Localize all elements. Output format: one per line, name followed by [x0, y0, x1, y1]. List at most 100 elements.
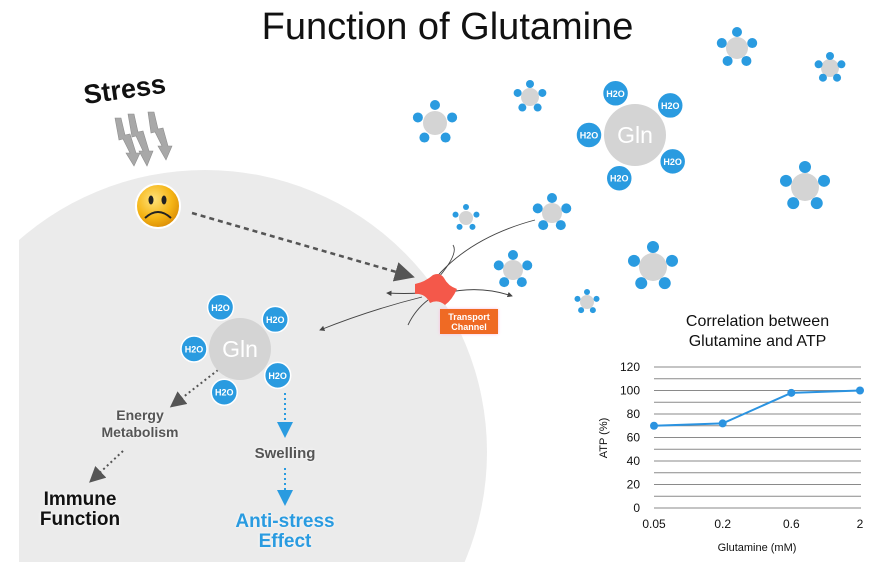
water-dot	[722, 55, 733, 66]
water-dot	[747, 38, 758, 49]
water-dot	[526, 80, 534, 88]
water-dot	[787, 197, 800, 210]
water-circle	[605, 164, 634, 192]
water-molecule: H2O	[601, 79, 630, 108]
x-tick-label: 0.05	[642, 517, 666, 531]
water-dot	[469, 223, 476, 230]
y-tick-label: 80	[627, 407, 641, 421]
water-circle	[263, 361, 292, 390]
water-dot	[716, 38, 727, 49]
y-axis-label: ATP (%)	[598, 418, 610, 459]
immune-arrow	[89, 450, 124, 483]
small-gln-cluster	[627, 241, 679, 290]
series-line	[653, 389, 861, 427]
small-gln-cluster	[412, 100, 458, 143]
small-gln-cluster	[814, 52, 846, 82]
swelling-label: Swelling	[254, 445, 316, 462]
water-dot	[499, 277, 510, 288]
water-dot	[538, 220, 549, 231]
antistress-line1: Anti-stress	[235, 511, 335, 532]
y-tick-label: 60	[627, 431, 641, 445]
small-gln-cluster	[574, 289, 600, 314]
water-dot	[493, 260, 504, 271]
water-circle	[180, 335, 208, 363]
y-tick-label: 40	[627, 454, 641, 468]
small-gln-cluster	[452, 204, 480, 230]
water-dot	[522, 260, 533, 271]
water-dot	[452, 211, 459, 218]
chart-title-line2: Glutamine and ATP	[688, 333, 827, 350]
energy-line1: Energy	[116, 407, 164, 423]
water-dot	[578, 307, 585, 314]
sad-face-icon	[135, 183, 181, 229]
water-circle	[261, 305, 289, 334]
water-circle	[601, 79, 630, 108]
transport-channel-label: Transport Channel	[440, 309, 498, 334]
gln-molecule	[639, 253, 667, 281]
transport-channel-icon	[415, 274, 457, 305]
water-dot	[658, 277, 671, 290]
water-label: H2O	[185, 345, 204, 355]
water-label: H2O	[268, 371, 287, 381]
water-dot	[741, 55, 752, 66]
x-tick-label: 0.6	[783, 517, 800, 531]
small-gln-cluster	[779, 161, 831, 210]
lightning-bolt-icon	[114, 111, 173, 167]
transport-line2: Channel	[451, 322, 487, 332]
gln-molecule	[580, 295, 594, 309]
x-axis-label: Glutamine (mM)	[718, 542, 797, 554]
water-dot	[732, 27, 742, 37]
water-molecule: H2O	[658, 147, 687, 176]
water-molecule: H2O	[605, 164, 634, 192]
water-label: H2O	[606, 89, 625, 99]
x-tick-label: 2	[857, 517, 864, 531]
water-dot	[419, 132, 430, 143]
water-circle	[206, 293, 235, 322]
water-dot	[833, 73, 842, 82]
y-tick-label: 100	[620, 384, 640, 398]
water-dot	[412, 112, 423, 123]
water-label: H2O	[215, 388, 234, 398]
water-dot	[456, 223, 463, 230]
data-point	[718, 419, 727, 428]
gln-molecule	[791, 173, 819, 201]
water-circle	[210, 378, 239, 406]
y-tick-label: 120	[620, 360, 640, 374]
gln-molecule	[459, 211, 473, 225]
page-title: Function of Glutamine	[261, 6, 634, 48]
water-label: H2O	[266, 315, 285, 325]
data-point	[787, 388, 796, 397]
water-dot	[810, 197, 823, 210]
immune-line2: Function	[39, 509, 121, 530]
water-molecule: H2O	[210, 378, 239, 406]
water-dot	[593, 295, 600, 302]
water-circle	[656, 91, 684, 120]
data-point	[856, 386, 864, 395]
energy-line2: Metabolism	[101, 424, 179, 440]
y-tick-label: 0	[633, 501, 640, 515]
antistress-line2: Effect	[258, 531, 312, 552]
water-dot	[518, 103, 527, 112]
water-dot	[647, 241, 659, 253]
small-gln-cluster	[716, 27, 758, 66]
water-dot	[635, 277, 648, 290]
gln-molecule	[542, 203, 562, 223]
energy-metabolism-label: Energy Metabolism	[70, 407, 210, 441]
water-circle	[658, 147, 687, 176]
water-label: H2O	[580, 131, 599, 141]
water-dot	[779, 174, 792, 187]
water-molecule: H2O	[263, 361, 292, 390]
water-dot	[589, 307, 596, 314]
water-dot	[538, 88, 547, 97]
water-dot	[814, 60, 823, 69]
gln-molecule	[604, 104, 666, 166]
data-point	[650, 421, 658, 430]
water-label: H2O	[211, 303, 230, 313]
water-dot	[837, 60, 846, 69]
gln-molecule	[209, 318, 271, 380]
water-circle	[575, 121, 603, 149]
water-molecule: H2O	[180, 335, 208, 363]
water-label: H2O	[610, 174, 629, 184]
